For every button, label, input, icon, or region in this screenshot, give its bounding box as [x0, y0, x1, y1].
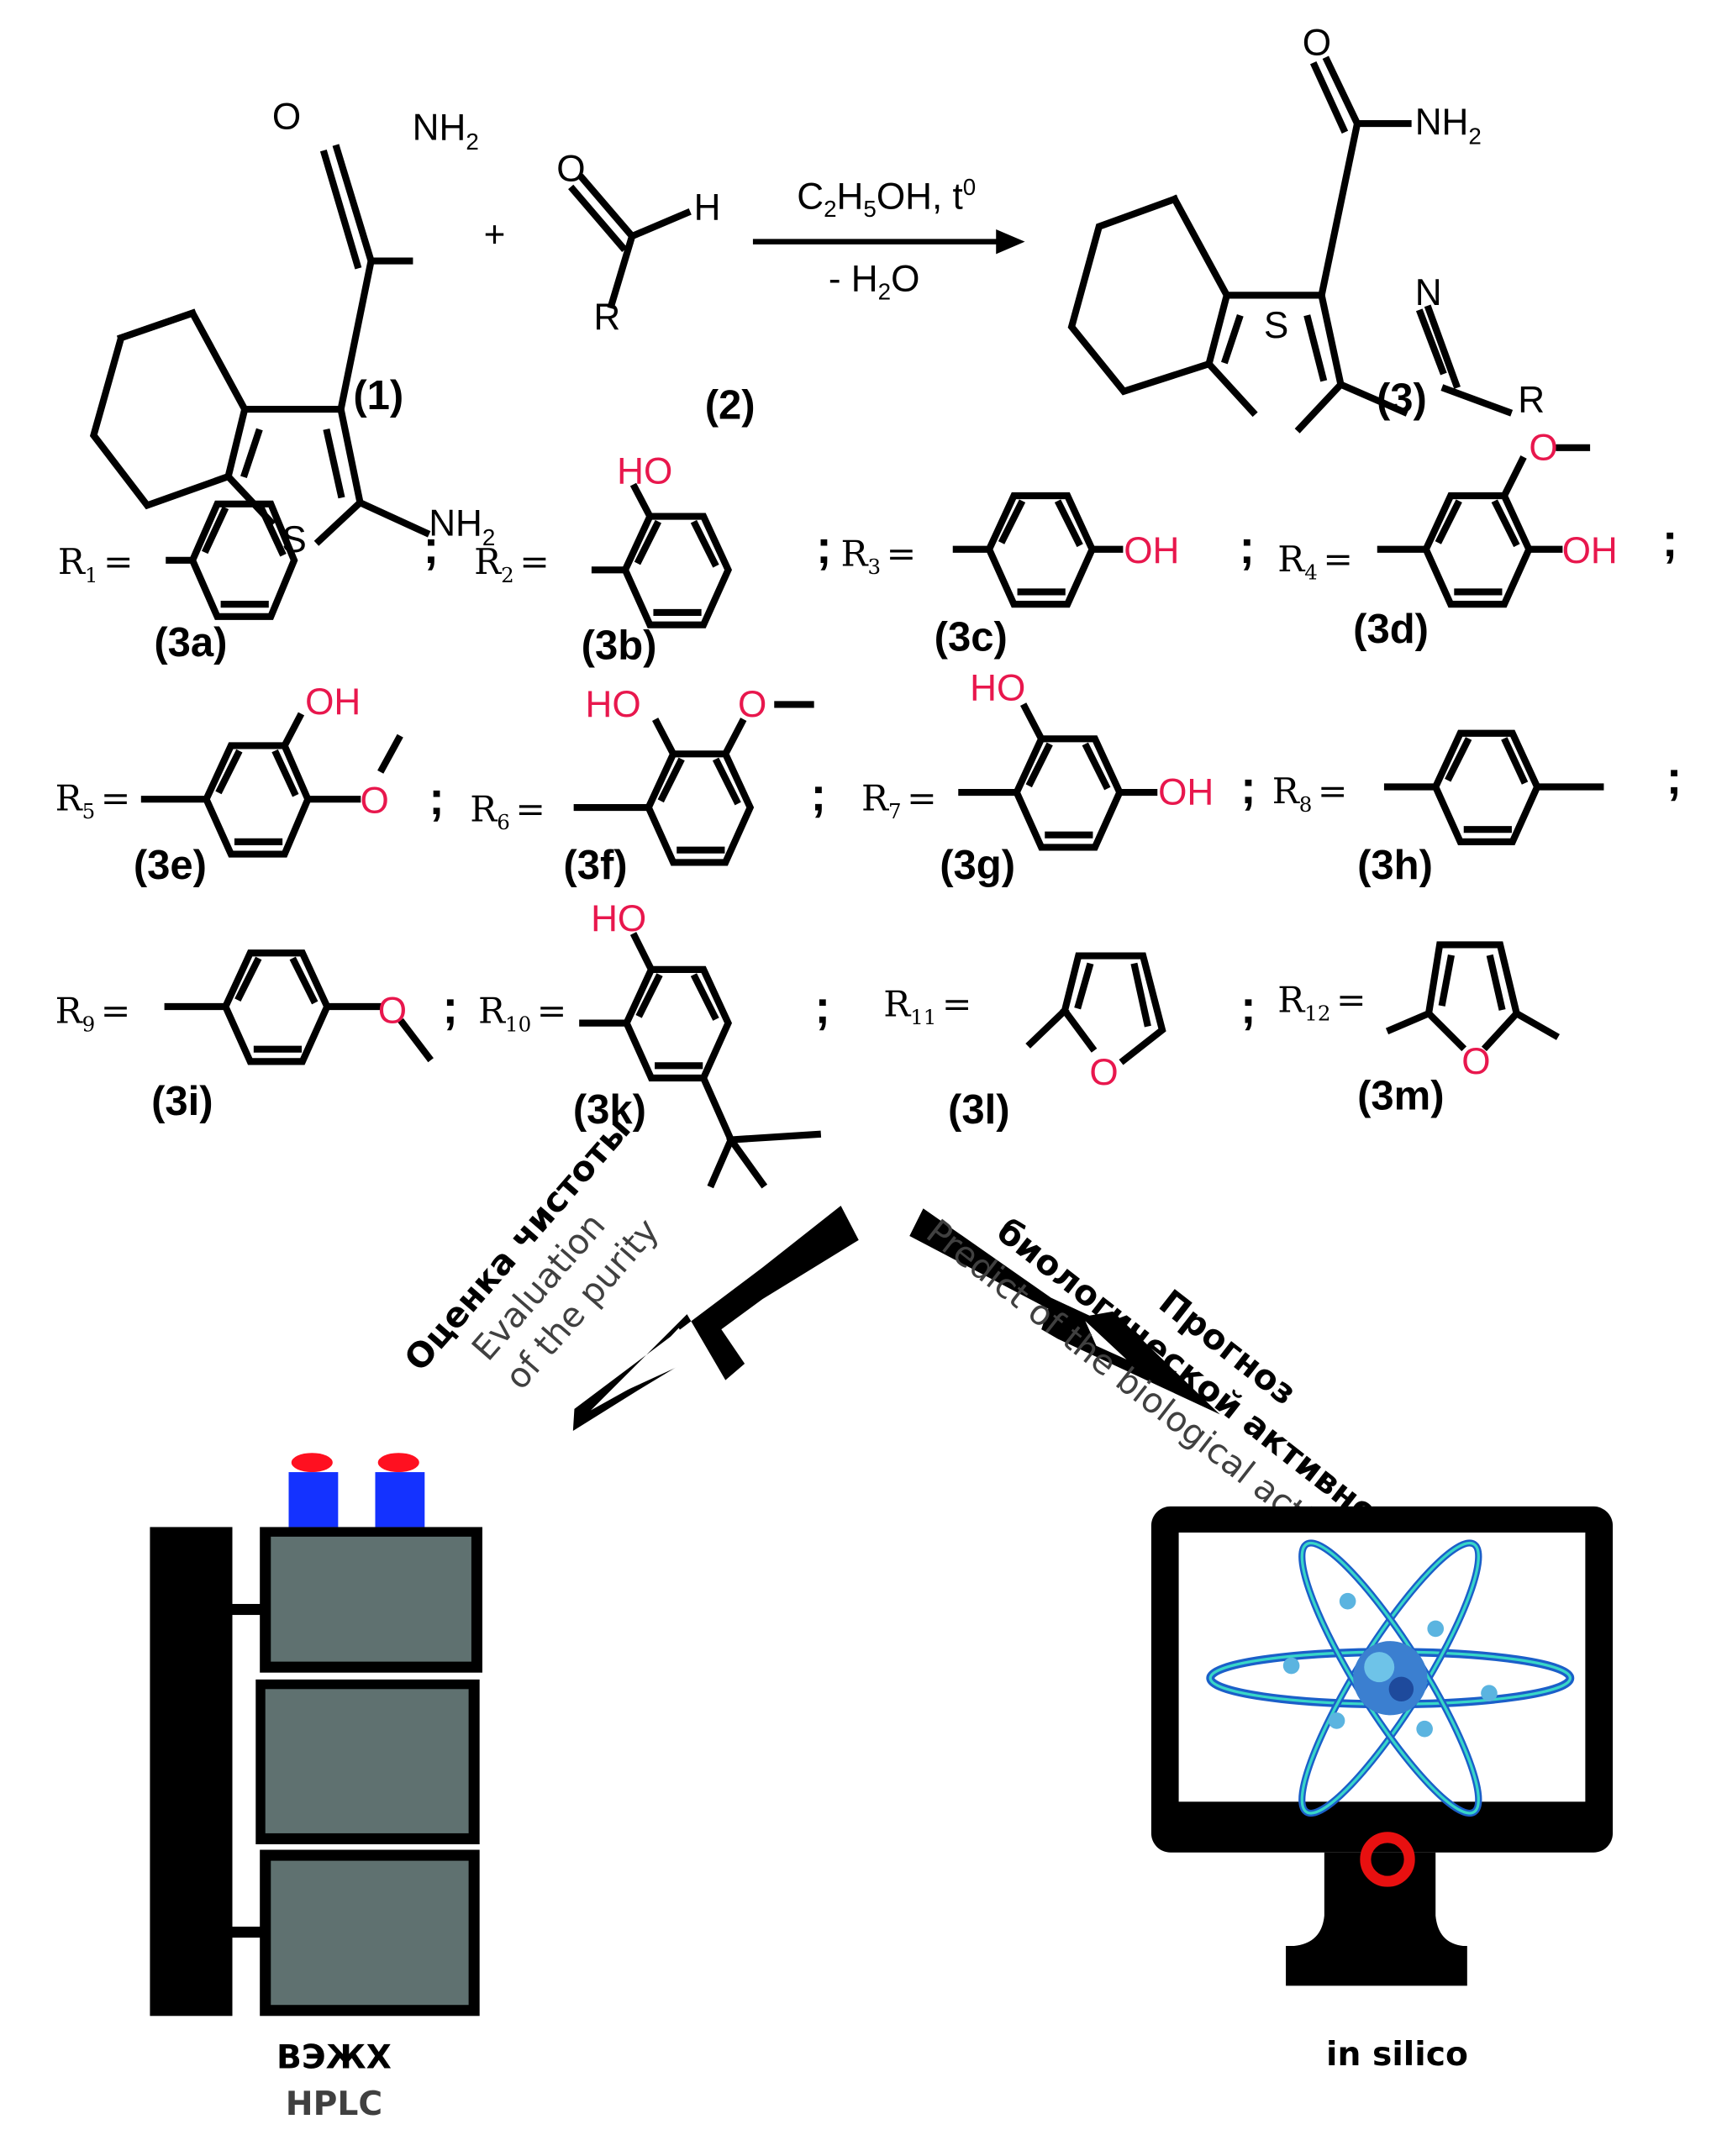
arrow-head-icon: [996, 229, 1025, 255]
product: O NH2 S N R (3): [1067, 22, 1545, 434]
code-3h: (3h): [1357, 843, 1433, 888]
furan-oxygen: O: [1461, 1041, 1490, 1082]
substituent-r9: R9= O (3i): [55, 949, 434, 1124]
code-3e: (3e): [134, 843, 207, 888]
substituent-r4: R4= OH O (3d): [1277, 428, 1617, 652]
separator: ;: [811, 768, 826, 820]
code-3d: (3d): [1353, 607, 1429, 652]
r-label: R11=: [883, 984, 971, 1029]
hydroxy-group: HO: [617, 450, 672, 492]
substituent-r8: R8= (3h): [1272, 729, 1604, 888]
separator: ;: [1662, 514, 1678, 566]
computer-monitor-icon: in silico: [1150, 1506, 1614, 2074]
hydroxy-group: OH: [1158, 772, 1214, 813]
arrow-icon: [572, 1205, 859, 1432]
atom-icon: [1206, 1539, 1575, 1817]
oxygen-atom: O: [272, 97, 301, 138]
methoxy-oxygen: O: [378, 991, 407, 1032]
substituent-r11: R11= O (3l): [883, 952, 1166, 1133]
product-r-group: R: [1518, 379, 1545, 420]
separator: ;: [443, 981, 459, 1033]
substituent-r6: R6= HO O (3f): [470, 684, 814, 888]
hplc-caption-ru: ВЭЖХ: [276, 2038, 392, 2076]
separator: ;: [1240, 761, 1256, 813]
code-3k: (3k): [573, 1087, 646, 1133]
hplc-instrument-icon: ВЭЖХ HPLC: [150, 1453, 482, 2123]
r-label: R7=: [861, 778, 937, 823]
conditions-above: C2H5OH, t0: [797, 174, 976, 222]
arrow-to-insilico: [909, 1208, 1220, 1415]
product-nh2: NH2: [1415, 102, 1482, 149]
reaction-arrow: C2H5OH, t0 - H2O: [752, 174, 1025, 304]
substituent-r7: R7= HO OH (3g): [861, 668, 1214, 888]
power-button-icon: [1360, 1832, 1415, 1887]
code-3a: (3a): [154, 620, 227, 665]
product-sulfur: S: [1264, 305, 1288, 346]
separator: ;: [429, 772, 445, 824]
arrow-to-hplc: [572, 1205, 859, 1432]
compound-label-2: (2): [705, 382, 756, 428]
aldehyde-hydrogen: H: [694, 187, 721, 229]
hydroxy-group: HO: [586, 684, 641, 725]
substituent-r2: R2= HO (3b): [474, 450, 733, 669]
amide-nh2: NH2: [413, 108, 479, 155]
code-3f: (3f): [563, 843, 627, 888]
arrow-icon: [909, 1208, 1220, 1415]
hydroxy-group: OH: [1562, 530, 1618, 571]
separator: ;: [814, 981, 829, 1033]
code-3m: (3m): [1357, 1074, 1445, 1119]
r-label: R12=: [1277, 981, 1366, 1026]
hydroxy-group: OH: [1124, 530, 1179, 571]
r-label: R8=: [1272, 771, 1348, 817]
code-3g: (3g): [940, 843, 1015, 888]
separator: ;: [1666, 752, 1682, 804]
hydroxy-group: HO: [591, 898, 646, 939]
conditions-below: - H2O: [829, 258, 920, 304]
compound-label-3: (3): [1377, 376, 1427, 421]
r-label: R2=: [474, 542, 550, 587]
r-label: R1=: [58, 542, 134, 587]
substituent-r1: R1= (3a): [58, 500, 298, 665]
reactant-2: O H R (2): [556, 149, 755, 429]
r-label: R3=: [841, 534, 917, 579]
imine-nitrogen: N: [1415, 272, 1442, 313]
product-oxygen: O: [1303, 22, 1331, 63]
purity-label: Оценка чистоты Evaluation of the purity: [397, 1109, 667, 1397]
r-label: R10=: [478, 991, 566, 1037]
methoxy-oxygen: O: [1529, 428, 1557, 469]
substituent-r12: R12= O (3m): [1277, 941, 1560, 1119]
substituent-r5: R5= OH O (3e): [55, 681, 403, 888]
methoxy-oxygen: O: [360, 781, 388, 822]
separator: ;: [816, 521, 831, 573]
code-3c: (3c): [935, 615, 1008, 660]
separator: ;: [1240, 981, 1256, 1033]
r-label: R6=: [470, 789, 545, 834]
r-label: R4=: [1277, 539, 1353, 585]
code-3b: (3b): [582, 623, 657, 669]
methoxy-oxygen: O: [738, 684, 766, 725]
code-3l: (3l): [948, 1087, 1010, 1133]
separator: ;: [1240, 521, 1256, 573]
compound-label-1: (1): [353, 373, 403, 418]
r-label: R9=: [55, 991, 131, 1037]
substituent-r3: R3= OH (3c): [841, 492, 1179, 660]
amine-nh2: NH2: [429, 502, 495, 550]
separator: ;: [424, 521, 440, 573]
insilico-caption: in silico: [1326, 2036, 1468, 2074]
r-label: R5=: [55, 778, 131, 823]
hydroxy-group: OH: [305, 681, 361, 723]
plus-sign: +: [484, 214, 506, 255]
hplc-caption-en: HPLC: [286, 2085, 382, 2123]
aldehyde-oxygen: O: [556, 149, 585, 190]
r-group: R: [593, 297, 620, 338]
reactant-1: O NH2 NH2 S (1): [89, 97, 495, 560]
code-3i: (3i): [151, 1079, 213, 1124]
hydroxy-group: HO: [970, 668, 1025, 709]
substituent-r10: R10= HO (3k): [478, 898, 822, 1189]
furan-oxygen: O: [1089, 1052, 1118, 1093]
